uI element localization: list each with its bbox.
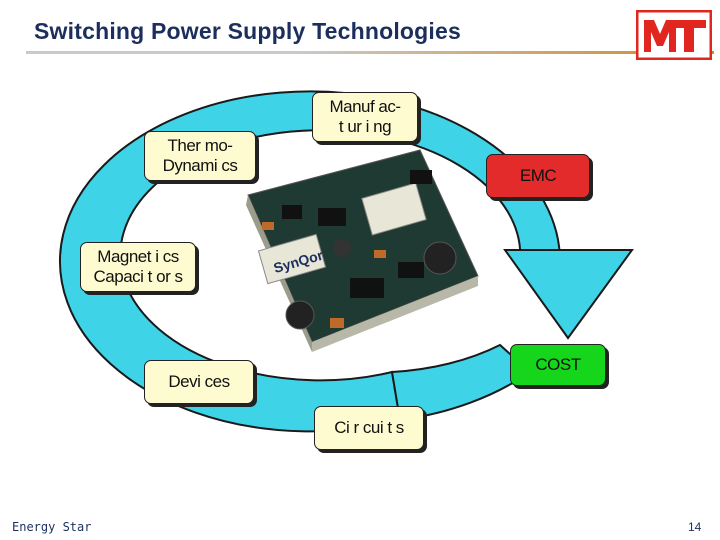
label-magnetics-line1: Magnet i cs [97,247,179,266]
label-thermodynamics-line1: Ther mo- [167,136,233,155]
label-cost: COST [510,344,606,386]
label-thermodynamics: Ther mo- Dynami cs [144,131,256,181]
label-magnetics-line2: Capaci t or s [93,267,183,286]
label-emc-text: EMC [519,166,557,185]
mt-logo-icon [636,10,712,60]
label-manufacturing-line2: t ur i ng [338,117,392,136]
title-underline [26,51,714,54]
label-magnetics: Magnet i cs Capaci t or s [80,242,196,292]
label-emc: EMC [486,154,590,198]
label-devices: Devi ces [144,360,254,404]
cycle-arrowhead [503,249,634,340]
power-module-image: SynQor [246,149,479,352]
label-thermodynamics-line2: Dynami cs [162,156,238,175]
slide-title: Switching Power Supply Technologies [34,18,462,44]
label-circuits: Ci r cui t s [314,406,424,450]
label-manufacturing: Manuf ac- t ur i ng [312,92,418,142]
footer-label: Energy Star [12,520,92,534]
page-number: 14 [688,520,702,534]
label-devices-text: Devi ces [168,372,230,391]
label-cost-text: COST [535,355,581,374]
label-manufacturing-line1: Manuf ac- [329,97,401,116]
label-circuits-text: Ci r cui t s [334,418,404,437]
